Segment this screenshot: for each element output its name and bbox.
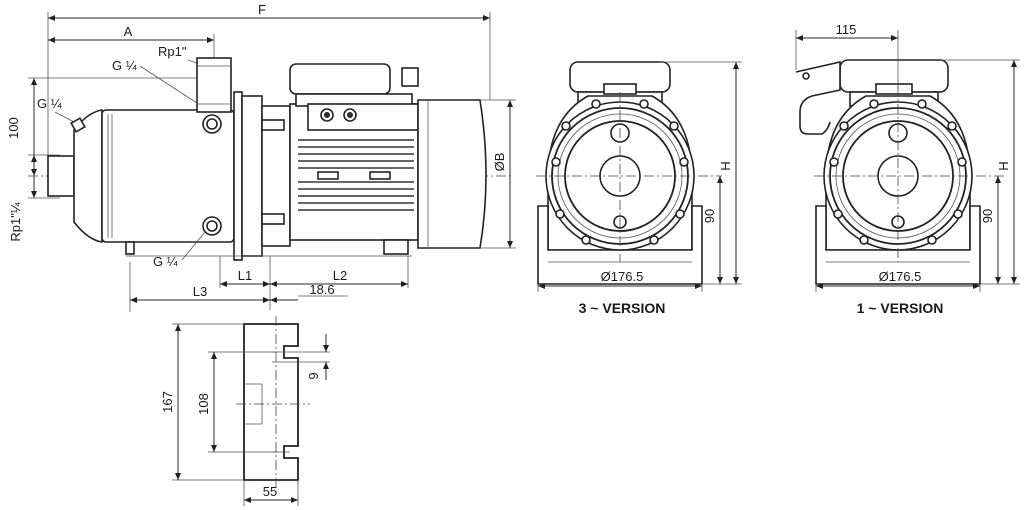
label-g14-bottom: G ¼ xyxy=(153,254,178,269)
motor-fins xyxy=(298,139,414,211)
front-cap xyxy=(73,109,103,243)
base-feet-3 xyxy=(537,205,703,285)
label-100: 100 xyxy=(6,117,21,139)
front-view-1-phase: 115 H 90 Ø176.5 1 ~ VERSION xyxy=(795,22,1020,316)
label-ob: ØB xyxy=(492,153,507,172)
label-rp1: Rp1" xyxy=(158,44,187,59)
label-167: 167 xyxy=(160,391,175,413)
side-view: F A Rp1" G ¼ G ¼ 100 Rp1"¼ xyxy=(6,2,516,312)
label-115: 115 xyxy=(836,22,857,37)
label-g14-left: G ¼ xyxy=(37,96,62,111)
label-a: A xyxy=(124,24,133,39)
label-h-1: H xyxy=(996,161,1011,170)
base-feet-1 xyxy=(815,205,981,285)
label-l1: L1 xyxy=(238,268,252,283)
outlet-port xyxy=(196,57,232,113)
label-rp1-14: Rp1"¼ xyxy=(8,202,23,241)
label-18-6: 18.6 xyxy=(309,282,334,297)
front-view-3-phase: H 90 Ø176.5 3 ~ VERSION xyxy=(536,61,742,316)
base-plate xyxy=(243,323,299,481)
label-9: 9 xyxy=(306,372,321,379)
terminal-box xyxy=(289,63,391,95)
label-l2: L2 xyxy=(333,268,347,283)
base-plate-view: 167 108 9 55 xyxy=(160,316,330,506)
bolts-1 xyxy=(829,99,967,245)
label-f: F xyxy=(258,2,266,17)
capacitor-1 xyxy=(795,60,841,135)
label-90-3: 90 xyxy=(702,209,717,223)
caption-1-version: 1 ~ VERSION xyxy=(857,300,944,316)
label-dia-1: Ø176.5 xyxy=(879,269,922,284)
inlet-nozzle xyxy=(47,155,75,197)
label-108: 108 xyxy=(196,393,211,415)
label-dia-3: Ø176.5 xyxy=(601,269,644,284)
label-l3: L3 xyxy=(193,284,207,299)
caption-3-version: 3 ~ VERSION xyxy=(579,300,666,316)
label-h-3: H xyxy=(718,161,733,170)
label-g14-top: G ¼ xyxy=(112,58,137,73)
label-55: 55 xyxy=(263,484,277,499)
bolts-3 xyxy=(551,99,689,245)
label-90-1: 90 xyxy=(980,209,995,223)
